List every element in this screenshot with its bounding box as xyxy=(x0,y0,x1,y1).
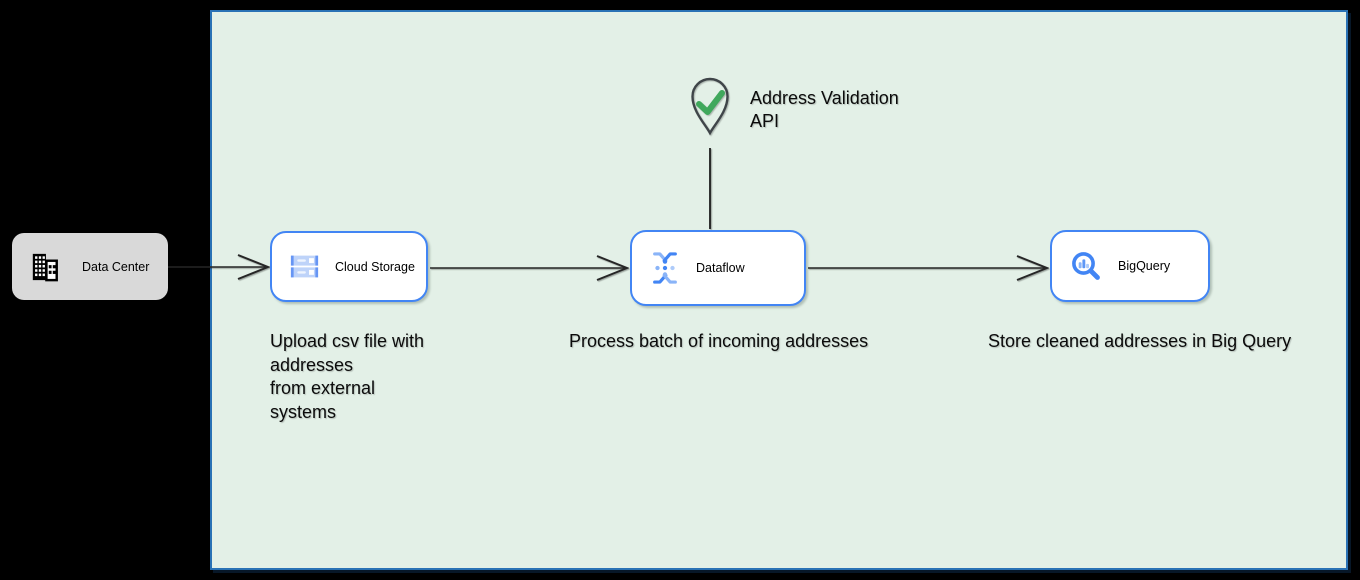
annotation-address-validation-api: Address Validation API xyxy=(750,88,899,131)
node-label-dataflow: Dataflow xyxy=(696,261,745,275)
node-label-bigquery: BigQuery xyxy=(1118,259,1171,273)
node-bigquery: BigQuery xyxy=(1050,230,1210,302)
building-icon xyxy=(32,253,58,281)
dataflow-icon xyxy=(653,252,677,284)
cloud-storage-icon xyxy=(290,255,319,278)
node-data-center: Data Center xyxy=(12,233,168,300)
location-pin-check-icon xyxy=(691,77,729,136)
node-dataflow: Dataflow xyxy=(630,230,806,306)
node-cloud-storage: Cloud Storage xyxy=(270,231,428,302)
caption-upload-csv: Upload csv file with addresses from exte… xyxy=(270,331,425,422)
node-label-cloud-storage: Cloud Storage xyxy=(335,259,415,274)
node-label-data-center: Data Center xyxy=(82,259,150,274)
caption-process-batch: Process batch of incoming addresses xyxy=(569,331,869,351)
caption-store-cleaned: Store cleaned addresses in Big Query xyxy=(988,331,1292,351)
bigquery-icon xyxy=(1072,252,1100,280)
